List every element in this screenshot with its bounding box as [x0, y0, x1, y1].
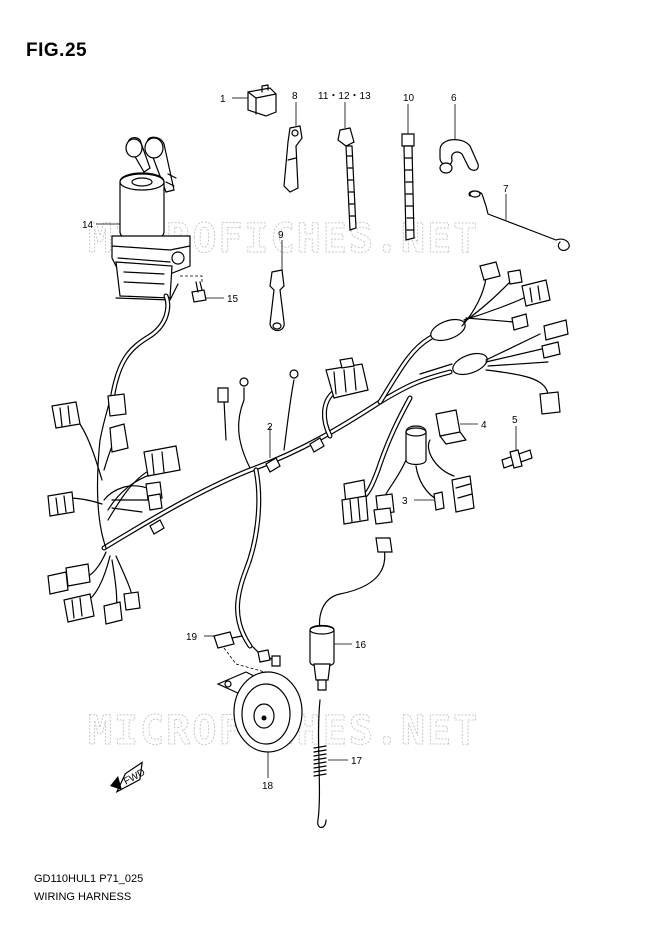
- callout-15: 15: [227, 294, 239, 305]
- callout-16: 16: [355, 640, 367, 651]
- callout-17: 17: [351, 756, 363, 767]
- callout-3: 3: [402, 496, 408, 507]
- part-17-spring: [313, 699, 327, 829]
- callout-14: 14: [82, 220, 94, 231]
- part-8-bracket: [283, 125, 303, 193]
- callout-8: 8: [292, 91, 298, 102]
- part-18-horn: [216, 645, 303, 753]
- callout-6: 6: [451, 93, 457, 104]
- callout-2: 2: [267, 422, 273, 433]
- part-16-switch: [309, 537, 393, 691]
- part-6-clamp: [439, 139, 479, 174]
- lower-center-couplers: [341, 479, 395, 525]
- callout-9: 9: [278, 230, 284, 241]
- callout-7: 7: [503, 184, 509, 195]
- callout-10: 10: [403, 93, 415, 104]
- right-harness-branches: [419, 261, 569, 415]
- callout-18: 18: [262, 781, 274, 792]
- part-7-rod: [468, 190, 570, 251]
- callout-4: 4: [481, 420, 487, 431]
- figure-title: FIG.25: [26, 40, 88, 61]
- part-5-terminal: [501, 449, 533, 469]
- part-15-screw: [180, 275, 207, 303]
- callout-5: 5: [512, 415, 518, 426]
- figure-code: GD110HUL1 P71_025: [34, 873, 144, 885]
- part-10-band: [401, 133, 415, 241]
- callout-1: 1: [220, 94, 226, 105]
- part-14-ignition-switch: [111, 136, 191, 301]
- part-1-clip: [247, 84, 277, 117]
- part-2-main-harness: [101, 293, 465, 649]
- figure-name: WIRING HARNESS: [34, 891, 132, 903]
- front-direction-marker: FWD: [110, 761, 147, 794]
- center-coupler: [325, 357, 369, 399]
- callout-11-13: 11・12・13: [318, 91, 371, 102]
- part-19-bolt: [213, 631, 273, 675]
- part-4-relay: [427, 409, 467, 477]
- left-connector-cluster: [47, 393, 181, 625]
- callout-19: 19: [186, 632, 198, 643]
- ring-terminals: [217, 369, 299, 403]
- part-9-band: [269, 269, 285, 332]
- part-11-13-cable-tie: [337, 127, 357, 231]
- part-3-fuse: [385, 425, 475, 513]
- front-marker-label: FWD: [122, 767, 147, 787]
